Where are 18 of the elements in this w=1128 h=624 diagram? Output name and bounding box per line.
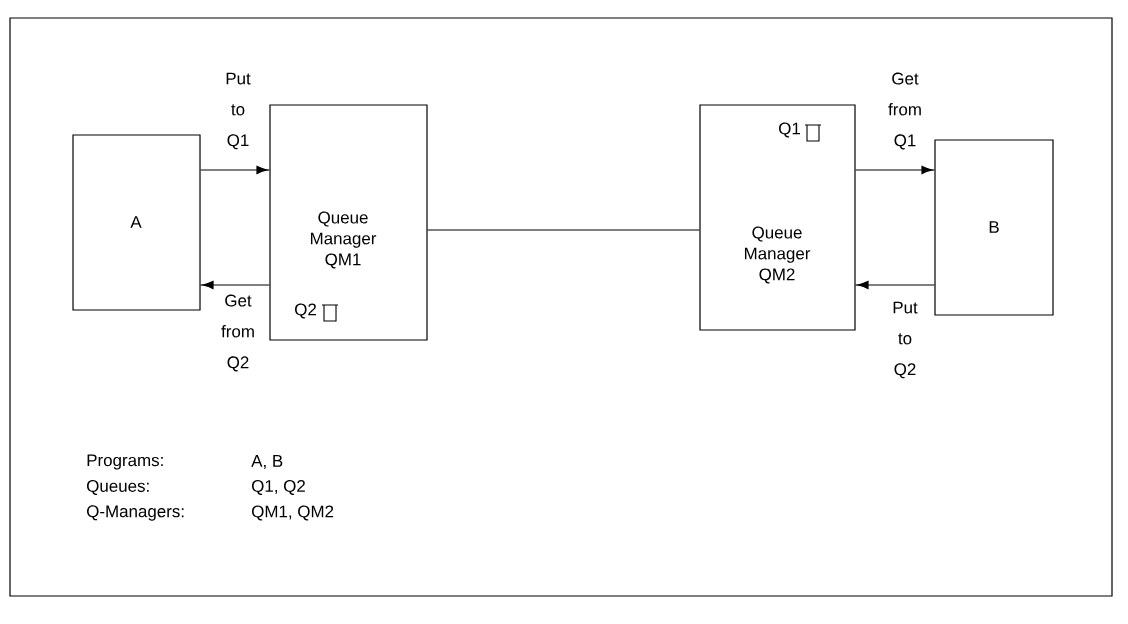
legend-text: QM1, QM2 (252, 505, 334, 521)
edge-label: Get from Q2 (221, 294, 254, 372)
legend-text: Q1, Q2 (252, 480, 305, 495)
edge-label: Get from Q1 (888, 72, 921, 150)
arrow (200, 280, 270, 289)
legend-text: Programs: (87, 454, 163, 470)
edge-label: Put to Q2 (893, 301, 918, 379)
arrow (855, 280, 935, 289)
arrow (200, 165, 270, 174)
arrow (855, 165, 935, 174)
legend-text: Queues: (87, 480, 149, 495)
process-box: Q1 Queue Manager QM2 (699, 104, 856, 331)
legend-text: A, B (251, 455, 283, 469)
legend-text: Q-Managers: (87, 505, 184, 521)
process-box: Queue Manager QM1 Q2 (269, 104, 428, 341)
edge-label: Put to Q1 (226, 72, 251, 150)
process-box: B (934, 139, 1054, 316)
process-box: A (72, 134, 201, 311)
